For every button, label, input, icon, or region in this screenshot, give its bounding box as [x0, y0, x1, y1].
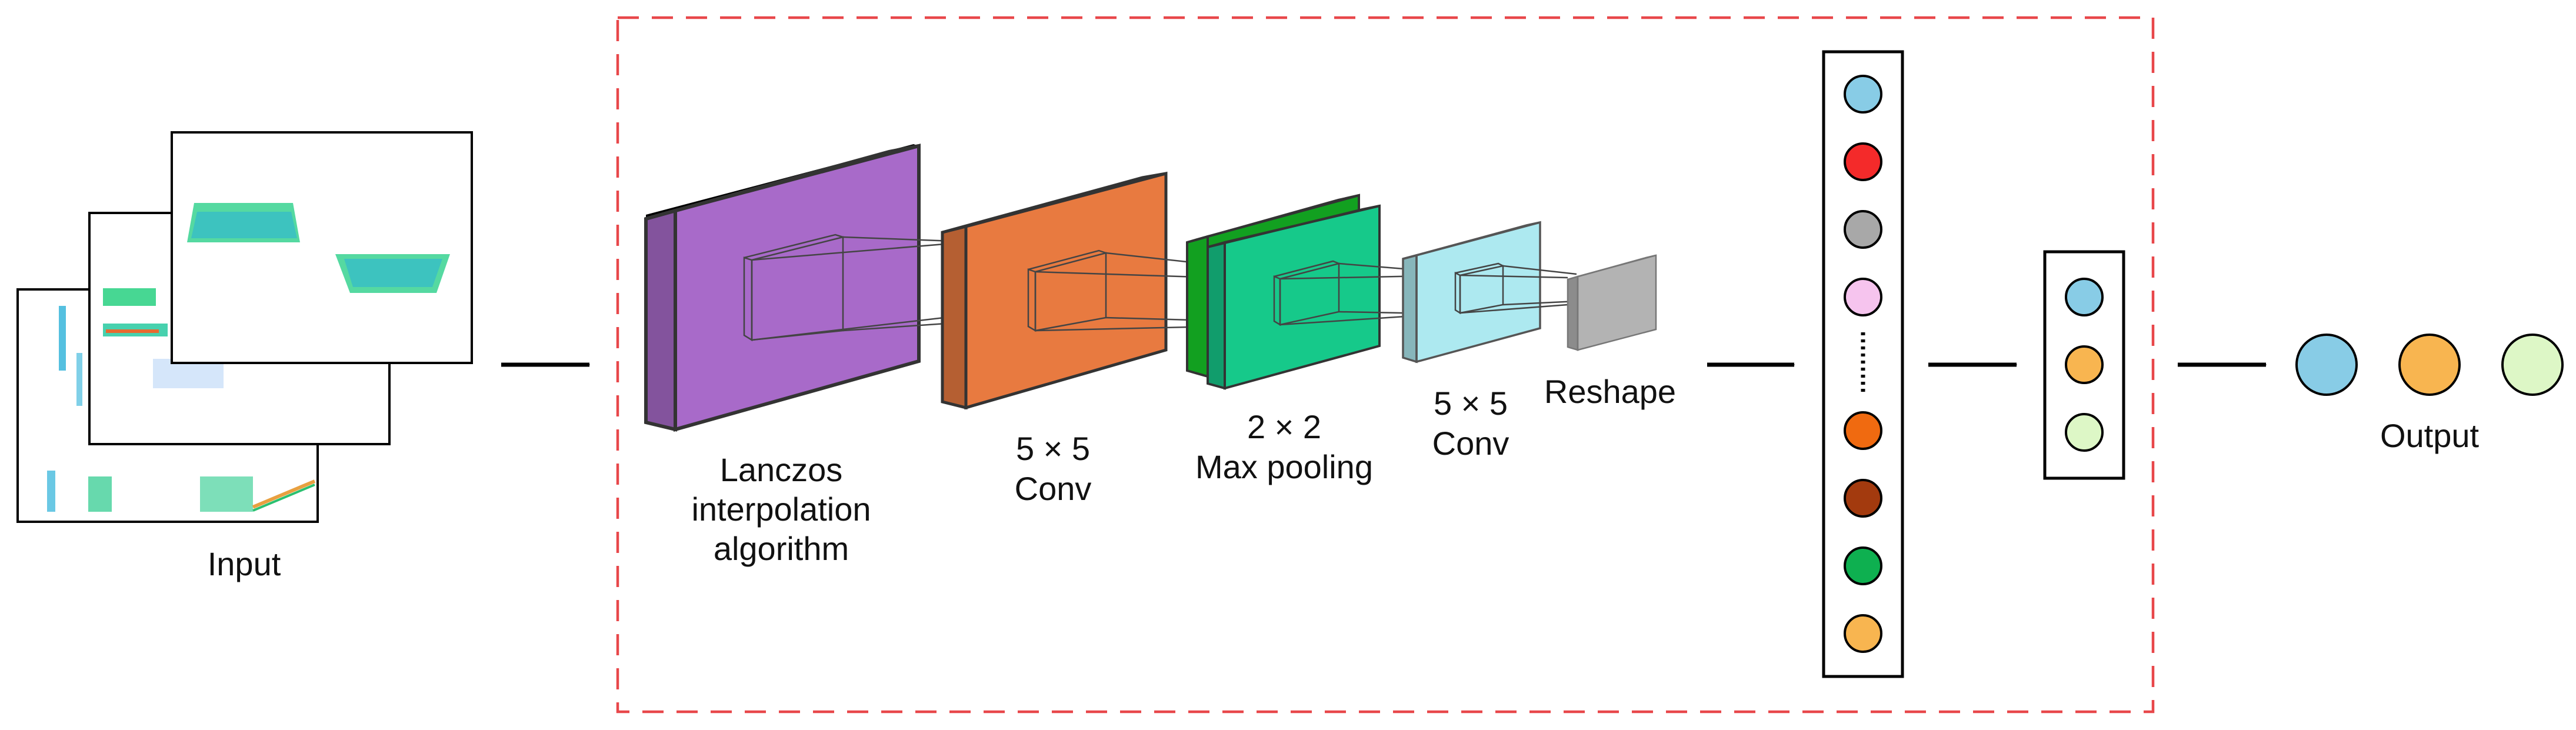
feature-node — [1844, 142, 1882, 181]
maxpool-label-line1: 2 × 2 — [1247, 408, 1321, 445]
lanczos-label-line1: Lanczos — [720, 451, 843, 488]
feature-node — [1844, 210, 1882, 249]
input-image-stack: Input — [16, 131, 473, 582]
maxpool-block: 2 × 2 Max pooling — [1186, 194, 1381, 485]
conv2-label-line1: 5 × 5 — [1434, 385, 1508, 422]
fc-node — [2065, 345, 2104, 384]
output-node — [2501, 334, 2564, 396]
output-nodes: Output — [2295, 334, 2564, 454]
lanczos-label-line3: algorithm — [714, 530, 849, 567]
feature-node — [1844, 278, 1882, 316]
feature-node — [1844, 75, 1882, 114]
feature-node — [1844, 479, 1882, 518]
lanczos-label-line2: interpolation — [691, 491, 871, 528]
pipeline-dashed-border — [616, 16, 2155, 714]
conv2-label-line2: Conv — [1432, 425, 1509, 462]
reshape-label: Reshape — [1544, 373, 1676, 410]
output-node — [2295, 334, 2358, 396]
maxpool-label-line2: Max pooling — [1195, 448, 1373, 485]
feature-vector — [1822, 50, 1904, 678]
output-label: Output — [2380, 417, 2480, 454]
feature-node — [1844, 614, 1882, 653]
fc-node — [2065, 413, 2104, 452]
projection-lines-4 — [1459, 265, 1577, 314]
conv1-block: 5 × 5 Conv — [941, 171, 1168, 507]
reshape-block: Reshape — [1544, 254, 1676, 410]
input-spectrogram-front — [171, 131, 473, 364]
feature-node — [1844, 411, 1882, 450]
conv2-block: 5 × 5 Conv — [1402, 221, 1541, 462]
fc-node — [2065, 278, 2104, 316]
output-node — [2398, 334, 2461, 396]
feature-node — [1844, 546, 1882, 585]
fully-connected-layer — [2043, 250, 2125, 480]
lanczos-interpolation-block: Lanczos interpolation algorithm — [644, 144, 921, 567]
conv1-label-line2: Conv — [1015, 470, 1092, 507]
input-label: Input — [208, 545, 281, 582]
conv1-label-line1: 5 × 5 — [1016, 430, 1090, 467]
